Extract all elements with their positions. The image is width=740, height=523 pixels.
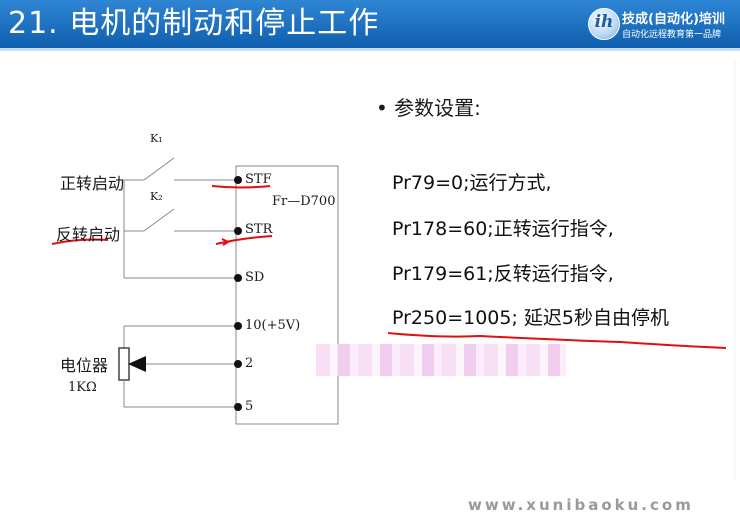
terminal-sd-label: SD (245, 270, 265, 285)
reverse-start-label: 反转启动 (56, 225, 121, 244)
title-divider (0, 48, 740, 51)
switch-k2-blade (143, 208, 175, 232)
site-watermark: www.xunibaoku.com (468, 496, 694, 514)
brand-name: 技成(自动化)培训 (622, 12, 725, 27)
terminal-10-dot (234, 322, 242, 330)
brand-slogan: 自动化远程教育第一品牌 (622, 30, 722, 40)
parameter-line: Pr178=60;正转运行指令, (392, 218, 614, 240)
parameter-line: Pr250=1005; 延迟5秒自由停机 (392, 307, 670, 329)
potentiometer-value: 1KΩ (68, 380, 97, 395)
brand-logo-mark: ih (594, 12, 614, 32)
parameter-heading-text: 参数设置: (394, 96, 481, 120)
terminal-10-label: 10(+5V) (245, 318, 301, 333)
annotation-underline-str (215, 235, 273, 245)
parameter-line: Pr179=61;反转运行指令, (392, 263, 614, 285)
slide-title: 21. 电机的制动和停止工作 (8, 6, 380, 41)
potentiometer-label: 电位器 (60, 356, 109, 375)
switch-k1-blade (143, 157, 175, 181)
switch-k2-label: K₂ (150, 190, 163, 203)
wiper-arrow-icon (128, 356, 146, 372)
pixelated-overlay (316, 344, 566, 376)
terminal-2-label: 2 (245, 356, 254, 371)
title-bar: 21. 电机的制动和停止工作 ih 技成(自动化)培训 自动化远程教育第一品牌 (0, 0, 740, 48)
annotation-underline-stf (211, 185, 271, 189)
terminal-2-dot (234, 360, 242, 368)
terminal-str-label: STR (245, 222, 273, 237)
annotation-mark-str (221, 238, 231, 246)
inverter-model-label: Fr—D700 (272, 194, 336, 209)
inverter-box (235, 165, 339, 425)
terminal-5-dot (234, 403, 242, 411)
forward-start-label: 正转启动 (60, 174, 125, 193)
terminal-sd-dot (234, 274, 242, 282)
terminal-stf-label: STF (245, 172, 272, 187)
parameter-line: Pr79=0;运行方式, (392, 172, 552, 194)
parameter-heading: • 参数设置: (376, 96, 481, 120)
switch-k1-label: K₁ (150, 132, 163, 145)
terminal-5-label: 5 (245, 399, 254, 414)
annotation-underline-pr250 (387, 332, 727, 349)
brand-logo-icon: ih (588, 8, 620, 40)
terminal-str-dot (234, 227, 242, 235)
potentiometer-body (118, 347, 130, 381)
terminal-stf-dot (234, 176, 242, 184)
annotation-underline-reverse (51, 238, 109, 245)
